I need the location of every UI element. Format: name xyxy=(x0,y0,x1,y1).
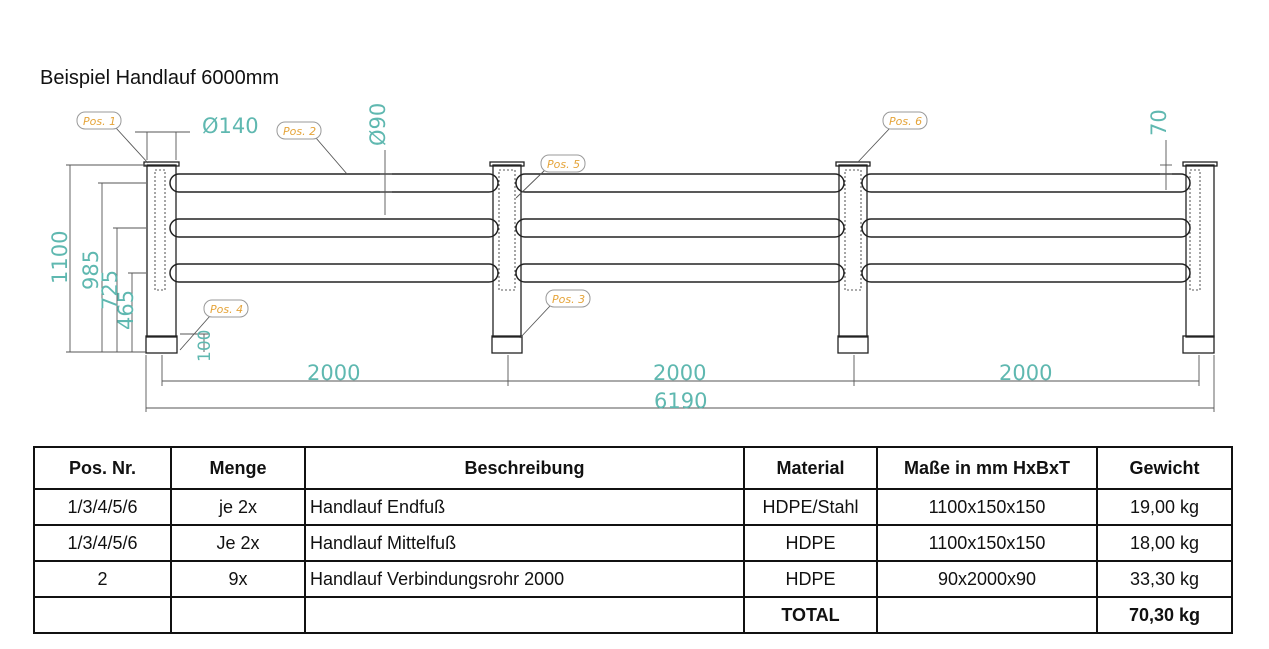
cell-masse: 1100x150x150 xyxy=(876,524,1098,562)
cell-gewicht: 18,00 kg xyxy=(1096,524,1233,562)
dim-overall: 6190 xyxy=(654,389,707,413)
cell-beschreibung: Handlauf Verbindungsrohr 2000 xyxy=(304,560,745,598)
cell-beschreibung: Handlauf Mittelfuß xyxy=(304,524,745,562)
post-middle-1 xyxy=(489,161,525,354)
cell-gewicht: 33,30 kg xyxy=(1096,560,1233,598)
dim-top-offset: 70 xyxy=(1147,109,1171,136)
table-header-row: Pos. Nr. Menge Beschreibung Material Maß… xyxy=(33,446,1233,490)
post-end-left xyxy=(143,161,180,354)
cell-material: HDPE xyxy=(743,560,878,598)
cell-material: HDPE/Stahl xyxy=(743,488,878,526)
dim-dia-pipe: Ø90 xyxy=(366,103,390,146)
dim-span-1: 2000 xyxy=(307,361,360,385)
table-row: 2 9x Handlauf Verbindungsrohr 2000 HDPE … xyxy=(33,560,1233,598)
parts-table: Pos. Nr. Menge Beschreibung Material Maß… xyxy=(33,446,1233,634)
post-end-right xyxy=(1182,161,1218,354)
post-middle-2 xyxy=(835,161,871,354)
bubble-pos-5: Pos. 5 xyxy=(547,158,580,171)
table-row: 1/3/4/5/6 Je 2x Handlauf Mittelfuß HDPE … xyxy=(33,524,1233,562)
rails xyxy=(169,173,1191,283)
dim-height-985: 985 xyxy=(79,250,103,290)
cell-empty xyxy=(170,596,306,634)
header-material: Material xyxy=(743,446,878,490)
dim-height-total: 1100 xyxy=(48,231,72,284)
handrail-technical-drawing: Ø140 Ø90 70 1100 985 725 465 100 2000 20… xyxy=(48,103,1218,413)
table-total-row: TOTAL 70,30 kg xyxy=(33,596,1233,634)
header-gewicht: Gewicht xyxy=(1096,446,1233,490)
total-label: TOTAL xyxy=(743,596,878,634)
drawing-title: Beispiel Handlauf 6000mm xyxy=(40,67,280,89)
dim-span-2: 2000 xyxy=(653,361,706,385)
cell-pos: 1/3/4/5/6 xyxy=(33,488,172,526)
cell-empty xyxy=(876,596,1098,634)
cell-menge: 9x xyxy=(170,560,306,598)
header-masse: Maße in mm HxBxT xyxy=(876,446,1098,490)
dim-height-465: 465 xyxy=(114,290,138,330)
bubble-pos-6: Pos. 6 xyxy=(889,115,922,128)
cell-gewicht: 19,00 kg xyxy=(1096,488,1233,526)
header-beschreibung: Beschreibung xyxy=(304,446,745,490)
cell-masse: 90x2000x90 xyxy=(876,560,1098,598)
cell-menge: je 2x xyxy=(170,488,306,526)
cell-menge: Je 2x xyxy=(170,524,306,562)
cell-empty xyxy=(304,596,745,634)
dim-dia-post: Ø140 xyxy=(202,114,259,138)
dim-height-725: 725 xyxy=(98,270,122,310)
bubble-pos-2: Pos. 2 xyxy=(283,125,316,138)
cell-masse: 1100x150x150 xyxy=(876,488,1098,526)
header-menge: Menge xyxy=(170,446,306,490)
dim-span-3: 2000 xyxy=(999,361,1052,385)
cell-beschreibung: Handlauf Endfuß xyxy=(304,488,745,526)
cell-pos: 1/3/4/5/6 xyxy=(33,524,172,562)
dim-base-100: 100 xyxy=(195,330,215,362)
cell-pos: 2 xyxy=(33,560,172,598)
bubble-pos-3: Pos. 3 xyxy=(552,293,585,306)
cell-empty xyxy=(33,596,172,634)
cell-material: HDPE xyxy=(743,524,878,562)
header-pos-nr: Pos. Nr. xyxy=(33,446,172,490)
table-row: 1/3/4/5/6 je 2x Handlauf Endfuß HDPE/Sta… xyxy=(33,488,1233,526)
bubble-pos-1: Pos. 1 xyxy=(83,115,116,128)
total-value: 70,30 kg xyxy=(1096,596,1233,634)
bubble-pos-4: Pos. 4 xyxy=(210,303,243,316)
